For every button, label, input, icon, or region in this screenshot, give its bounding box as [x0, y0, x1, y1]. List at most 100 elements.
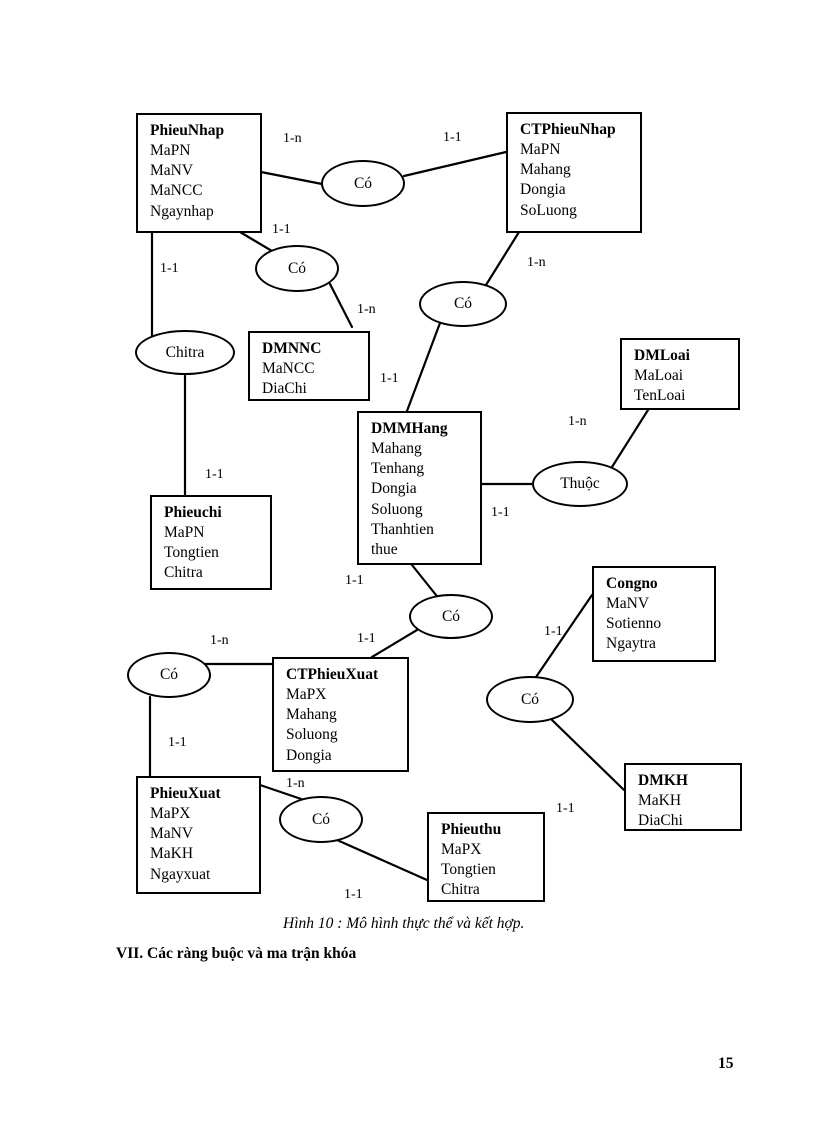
entity-phieuxuat[interactable]: PhieuXuat MaPX MaNV MaKH Ngayxuat — [136, 776, 261, 894]
line-co6-dmkh — [550, 718, 626, 792]
entity-attribute: MaKH — [638, 792, 682, 810]
cardinality-label: 1-1 — [272, 222, 291, 237]
cardinality-label: 1-1 — [544, 624, 563, 639]
entity-attribute: MaPN — [520, 141, 561, 159]
entity-title: PhieuXuat — [150, 785, 221, 802]
cardinality-label: 1-1 — [160, 261, 179, 276]
cardinality-label: 1-1 — [556, 801, 575, 816]
entity-attribute: MaPX — [150, 805, 191, 823]
relationship-co-congno-dmkh[interactable]: Có — [486, 676, 574, 723]
entity-attribute: Tongtien — [441, 861, 496, 879]
relationship-co-phieuxuat-phieuthu[interactable]: Có — [279, 796, 363, 843]
entity-attribute: MaPX — [441, 841, 482, 859]
entity-title: DMNNC — [262, 340, 322, 357]
entity-attribute: Tenhang — [371, 460, 425, 478]
entity-attribute: MaNV — [150, 825, 194, 843]
line-co2-dmnnc — [328, 282, 354, 329]
relationship-label: Có — [520, 690, 540, 708]
entity-attribute: MaNV — [150, 162, 194, 180]
entity-title: CTPhieuNhap — [520, 121, 616, 138]
entity-title: DMMHang — [371, 420, 448, 437]
relationship-co-phieuxuat-ctphieuxuat[interactable]: Có — [127, 652, 211, 698]
cardinality-label: 1-n — [357, 302, 376, 317]
entity-attribute: MaLoai — [634, 367, 684, 385]
entity-attribute: Chitra — [441, 881, 480, 899]
relationship-label: Có — [441, 607, 461, 625]
relationship-chitra-phieunhap-phieuchi[interactable]: Chitra — [135, 330, 235, 375]
relationship-label: Chitra — [165, 343, 205, 361]
cardinality-label: 1-1 — [344, 887, 363, 902]
entity-title: PhieuNhap — [150, 122, 225, 139]
entity-attribute: MaNCC — [150, 182, 203, 200]
entity-attribute: Soluong — [371, 500, 423, 518]
relationship-co-phieunhap-ctphieunhap[interactable]: Có — [321, 160, 405, 207]
cardinality-label: 1-n — [527, 255, 546, 270]
entity-dmnnc[interactable]: DMNNC MaNCC DiaChi — [248, 331, 370, 401]
entity-dmmhang[interactable]: DMMHang Mahang Tenhang Dongia Soluong Th… — [357, 411, 482, 565]
cardinality-label: 1-n — [210, 633, 229, 648]
entity-attribute: Dongia — [286, 746, 332, 764]
relationship-label: Có — [353, 174, 373, 192]
relationship-label: Có — [159, 666, 179, 683]
entity-dmloai[interactable]: DMLoai MaLoai TenLoai — [620, 338, 740, 410]
entity-ctphieuxuat[interactable]: CTPhieuXuat MaPX Mahang Soluong Dongia — [272, 657, 409, 772]
line-co4-ctphieuxuat — [370, 628, 419, 659]
entity-congno[interactable]: Congno MaNV Sotienno Ngaytra — [592, 566, 716, 662]
entity-phieuthu[interactable]: Phieuthu MaPX Tongtien Chitra — [427, 812, 545, 902]
entity-attribute: DiaChi — [262, 380, 307, 398]
diagram-connectors — [148, 150, 650, 882]
line-congno-co6 — [532, 593, 594, 682]
entity-attribute: Dongia — [520, 181, 566, 199]
cardinality-label: 1-1 — [345, 573, 364, 588]
entity-attribute: MaKH — [150, 845, 194, 863]
entity-title: DMLoai — [634, 347, 690, 364]
cardinality-label: 1-n — [286, 776, 305, 791]
entity-attribute: TenLoai — [634, 387, 686, 405]
entity-attribute: Ngayxuat — [150, 865, 211, 883]
entity-attribute: Tongtien — [164, 544, 219, 562]
entity-attribute: Mahang — [520, 161, 571, 179]
line-ctphieunhap-co3 — [484, 230, 521, 287]
entity-attribute: Chitra — [164, 564, 203, 582]
cardinality-label: 1-1 — [443, 130, 462, 145]
entity-attribute: Dongia — [371, 480, 417, 498]
entity-attribute: thue — [371, 540, 398, 558]
entity-attribute: MaNCC — [262, 360, 315, 378]
entity-title: Congno — [606, 575, 658, 592]
entity-attribute: Mahang — [286, 706, 337, 724]
cardinality-label: 1-1 — [205, 467, 224, 482]
entity-title: Phieuchi — [164, 504, 222, 521]
relationship-label: Có — [311, 810, 331, 828]
line-thuoc-dmloai — [610, 408, 650, 469]
entity-phieunhap[interactable]: PhieuNhap MaPN MaNV MaNCC Ngaynhap — [136, 113, 262, 233]
entity-phieuchi[interactable]: Phieuchi MaPN Tongtien Chitra — [150, 495, 272, 590]
page-number: 15 — [718, 1055, 734, 1072]
cardinality-label: 1-1 — [491, 505, 510, 520]
line-co3-dmmhang — [405, 321, 442, 413]
entity-attribute: MaPN — [150, 142, 191, 160]
cardinality-label: 1-n — [568, 414, 587, 429]
relationship-co-dmmhang-ctphieuxuat[interactable]: Có — [409, 594, 493, 639]
entity-attribute: DiaChi — [638, 812, 683, 830]
entity-attribute: Soluong — [286, 726, 338, 744]
entity-attribute: MaPN — [164, 524, 205, 542]
entity-dmkh[interactable]: DMKH MaKH DiaChi — [624, 763, 742, 831]
cardinality-label: 1-1 — [168, 735, 187, 750]
er-diagram: PhieuNhap MaPN MaNV MaNCC Ngaynhap CTPhi… — [127, 112, 742, 902]
cardinality-label: 1-1 — [357, 631, 376, 646]
cardinality-label: 1-1 — [380, 371, 399, 386]
entity-attribute: Ngaytra — [606, 635, 656, 653]
entity-ctphieunhap[interactable]: CTPhieuNhap MaPN Mahang Dongia SoLuong — [506, 112, 642, 233]
entity-attribute: SoLuong — [520, 201, 577, 219]
relationship-co-phieunhap-dmnnc[interactable]: Có — [255, 245, 339, 292]
entity-attribute: MaNV — [606, 595, 650, 613]
relationship-co-ctphieunhap-dmmhang[interactable]: Có — [419, 281, 507, 327]
entity-attribute: MaPX — [286, 686, 327, 704]
entity-attribute: Ngaynhap — [150, 202, 214, 220]
entity-attribute: Sotienno — [606, 615, 662, 633]
figure-caption: Hình 10 : Mô hình thực thể và kết hợp. — [283, 915, 525, 932]
relationship-thuoc-dmmhang-dmloai[interactable]: Thuộc — [532, 461, 628, 507]
line-co1-ctphieunhap — [402, 150, 508, 178]
section-heading: VII. Các ràng buộc và ma trận khóa — [116, 945, 357, 962]
